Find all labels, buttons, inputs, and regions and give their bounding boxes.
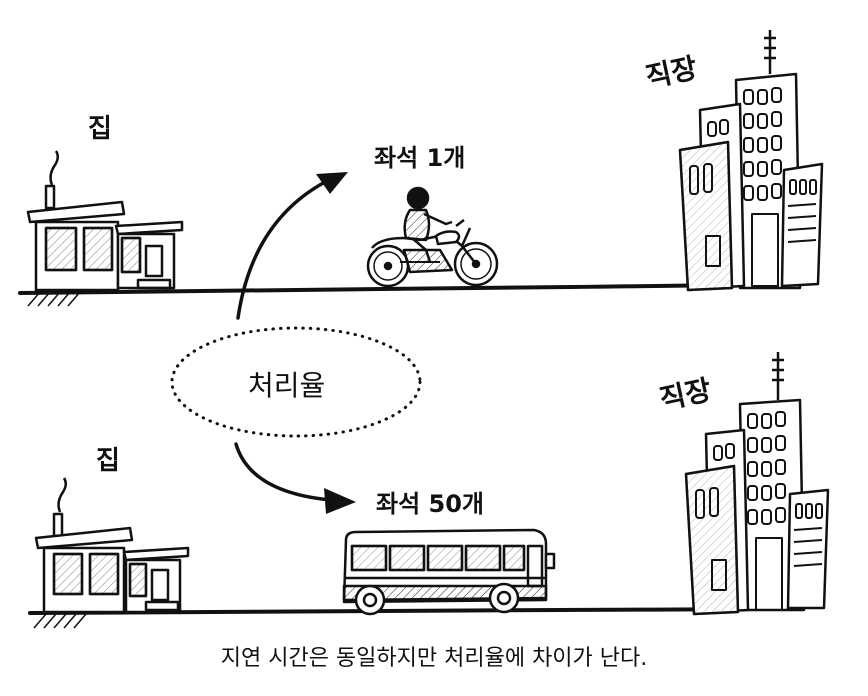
bottom-row [28, 352, 830, 629]
office-building-bottom [684, 352, 830, 616]
house-top [26, 150, 184, 292]
ground-hatch-top [27, 291, 81, 307]
top-row [18, 30, 824, 320]
caption: 지연 시간은 동일하지만 처리율에 차이가 난다. [220, 646, 648, 671]
arrow-to-motorcycle [236, 172, 348, 320]
motorcycle-icon [366, 186, 499, 288]
house-bottom [34, 477, 190, 614]
arrow-to-bus [234, 442, 356, 514]
ground-hatch-bottom [33, 613, 87, 629]
home-label-top: 집 [88, 114, 112, 144]
seat-label-top: 좌석 1개 [374, 144, 466, 172]
throughput-ellipse [170, 326, 422, 438]
throughput-label: 처리율 [248, 369, 326, 402]
seat-label-bottom: 좌석 50개 [376, 490, 484, 518]
home-label-bottom: 집 [96, 446, 120, 476]
office-building-top [678, 30, 824, 292]
bus-icon [342, 528, 556, 616]
